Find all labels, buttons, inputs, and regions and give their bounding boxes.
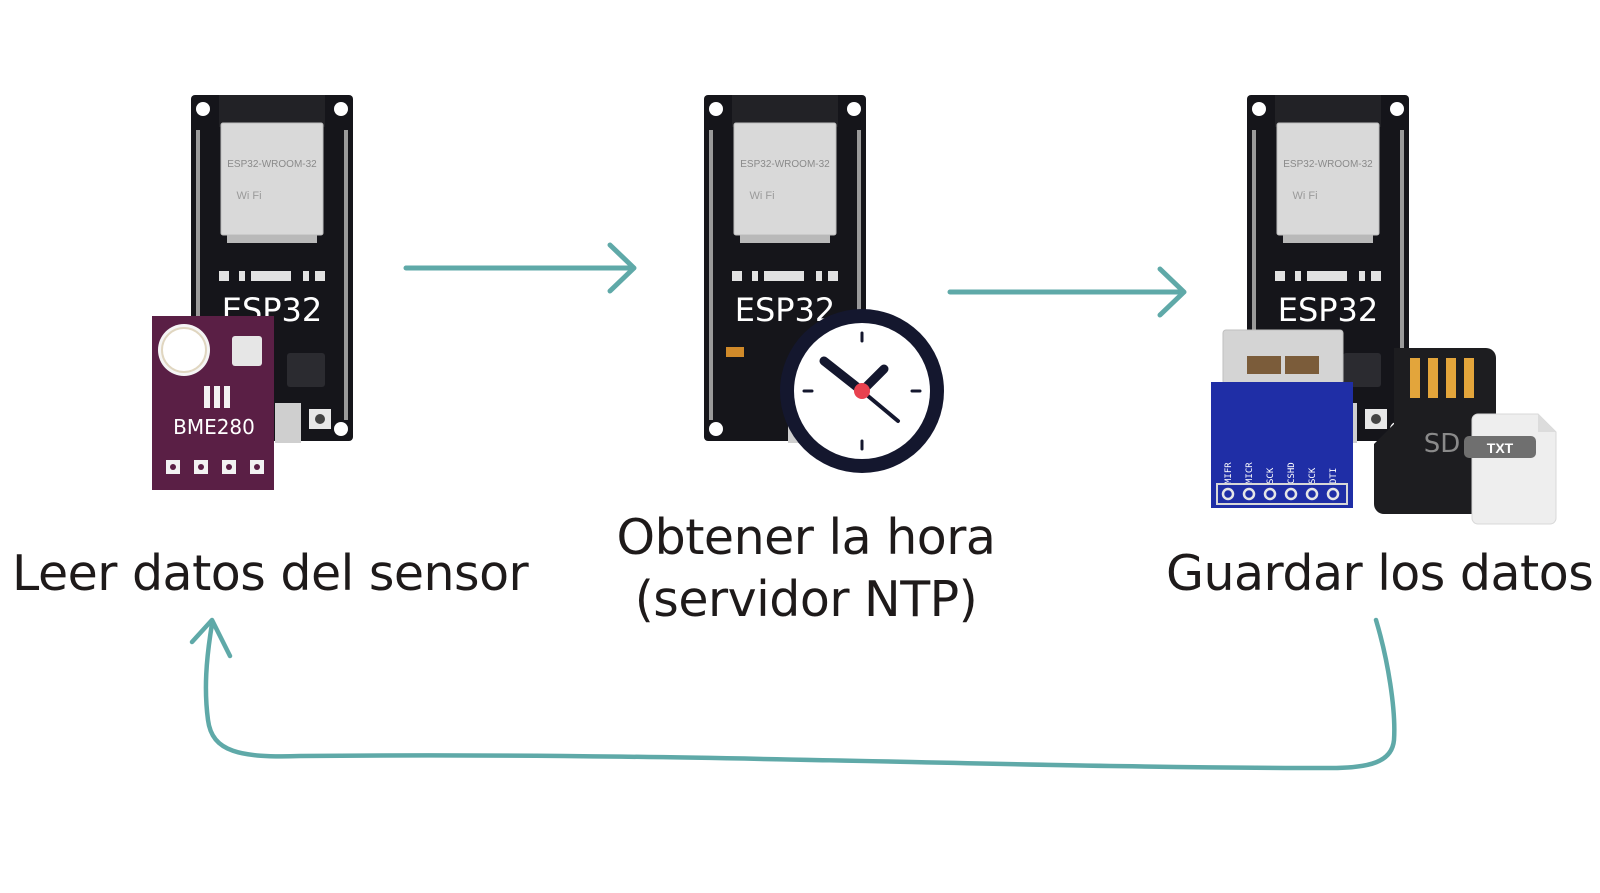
- sd-card-module: MIFR MICR SCK CSHD SCK DTI: [1211, 329, 1353, 508]
- step1-label: Leer datos del sensor: [12, 545, 529, 602]
- file-label: TXT: [1487, 440, 1514, 456]
- step-read-sensor: ESP32-WROOM-32 Wi Fi ESP32 BME280: [152, 94, 354, 490]
- sd-pin-0: MIFR: [1224, 462, 1234, 484]
- arrow-step1-to-step2: [403, 242, 637, 294]
- sd-pin-1: MICR: [1245, 462, 1255, 484]
- sd-pin-4: SCK: [1308, 467, 1318, 484]
- txt-file-icon: TXT: [1464, 413, 1557, 525]
- esp32-board-3: ESP32-WROOM-32 Wi Fi ESP32: [1246, 94, 1410, 444]
- wifi-label-1: Wi Fi: [236, 190, 261, 202]
- step2-label-line1: Obtener la hora: [616, 509, 996, 566]
- module-label-2: ESP32-WROOM-32: [740, 159, 830, 170]
- clock-icon: [780, 309, 944, 473]
- step-get-time: ESP32-WROOM-32 Wi Fi ESP32: [703, 94, 944, 473]
- sd-pin-5: DTI: [1329, 468, 1339, 484]
- wifi-label-2: Wi Fi: [749, 190, 774, 202]
- step3-label: Guardar los datos: [1166, 545, 1594, 602]
- board-label-3: ESP32: [1278, 291, 1379, 329]
- module-label-1: ESP32-WROOM-32: [227, 159, 317, 170]
- bme280-sensor: BME280: [152, 316, 274, 490]
- wifi-label-3: Wi Fi: [1292, 190, 1317, 202]
- sd-pin-3: CSHD: [1287, 462, 1297, 484]
- arrow-step2-to-step3: [947, 266, 1187, 318]
- module-label-3: ESP32-WROOM-32: [1283, 159, 1373, 170]
- sd-label: SD: [1424, 429, 1461, 459]
- step-save-data: ESP32-WROOM-32 Wi Fi ESP32 SD TXT: [1211, 94, 1557, 525]
- sd-pin-2: SCK: [1266, 467, 1276, 484]
- micro-sd-card: SD: [1374, 348, 1496, 514]
- step2-label-line2: (servidor NTP): [634, 571, 978, 628]
- arrow-loop-back: [189, 617, 1397, 771]
- sensor-label: BME280: [173, 415, 255, 439]
